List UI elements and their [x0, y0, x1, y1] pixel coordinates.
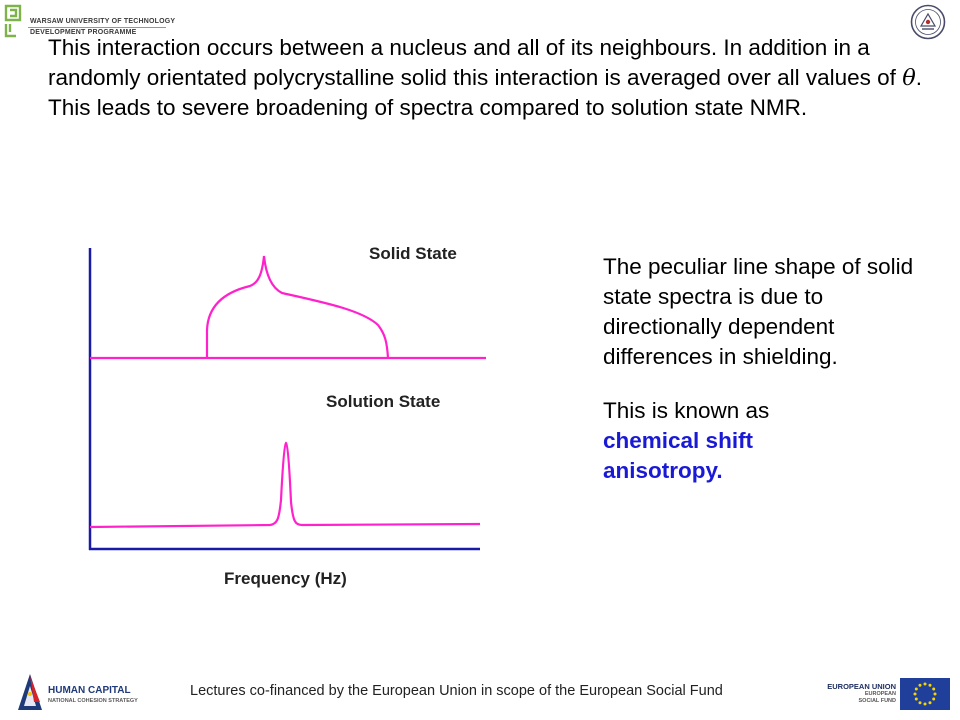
- theta-symbol: θ: [902, 65, 916, 91]
- human-capital-logo: HUMAN CAPITAL NATIONAL COHESION STRATEGY: [16, 672, 156, 712]
- intro-text-end: . This leads to severe broadening of spe…: [48, 65, 922, 120]
- solid-state-lineshape: [205, 255, 390, 359]
- eu-subtitle-line1: EUROPEAN: [864, 691, 896, 697]
- highlight-term-line2: anisotropy.: [603, 458, 723, 483]
- footer-funding-note: Lectures co-financed by the European Uni…: [190, 683, 723, 699]
- human-capital-title: HUMAN CAPITAL: [48, 685, 131, 696]
- x-axis-label: Frequency (Hz): [224, 569, 347, 588]
- university-name: WARSAW UNIVERSITY OF TECHNOLOGY: [30, 18, 176, 25]
- solution-state-label: Solution State: [326, 392, 441, 411]
- university-logo-icon: [4, 4, 22, 38]
- eu-title: EUROPEAN UNION: [827, 682, 896, 691]
- university-logo: WARSAW UNIVERSITY OF TECHNOLOGY DEVELOPM…: [4, 4, 204, 38]
- solution-state-spectrum: [89, 441, 481, 529]
- spectra-figure: Solid State Solution State Frequency (Hz…: [60, 230, 500, 600]
- programme-name: DEVELOPMENT PROGRAMME: [30, 29, 137, 36]
- spectra-graphic: [88, 248, 486, 551]
- solid-state-label: Solid State: [369, 244, 457, 263]
- intro-text-start: This interaction occurs between a nucleu…: [48, 35, 903, 90]
- intro-paragraph: This interaction occurs between a nucleu…: [48, 33, 948, 123]
- human-capital-subtitle: NATIONAL COHESION STRATEGY: [48, 698, 138, 704]
- eu-logo: EUROPEAN UNION EUROPEAN SOCIAL FUND: [824, 676, 954, 712]
- eu-subtitle-line2: SOCIAL FUND: [858, 698, 896, 704]
- explanation-text: The peculiar line shape of solid state s…: [603, 252, 923, 486]
- human-capital-icon: [18, 674, 42, 710]
- eu-flag-icon: [900, 678, 950, 710]
- known-as-text: This is known as: [603, 398, 770, 423]
- university-seal-icon: [910, 4, 946, 40]
- highlight-term-line1: chemical shift: [603, 428, 754, 453]
- explanation-paragraph: The peculiar line shape of solid state s…: [603, 254, 914, 369]
